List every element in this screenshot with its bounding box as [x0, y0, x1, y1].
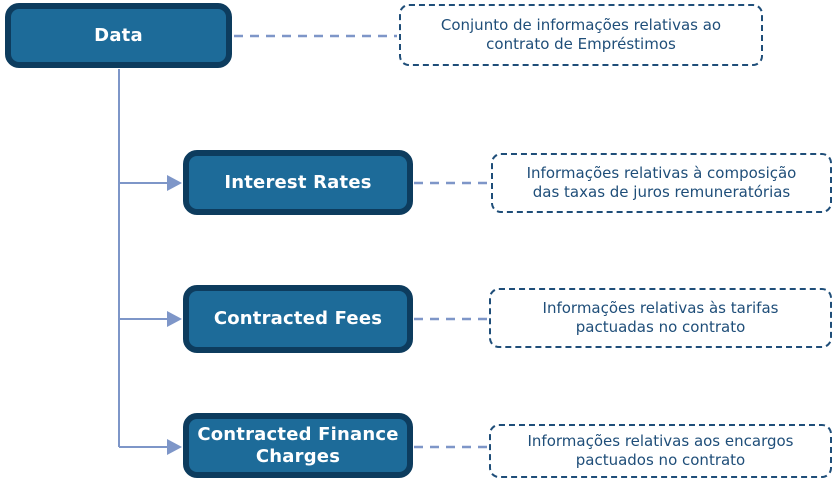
node-interest-rates: Interest Rates — [183, 150, 413, 215]
annotation-interest-rates-line2: das taxas de juros remuneratórias — [532, 183, 791, 201]
tree-connector — [118, 69, 168, 448]
node-data: Data — [5, 3, 232, 68]
node-contracted-fees-label: Contracted Fees — [213, 308, 383, 330]
node-interest-rates-label: Interest Rates — [224, 171, 372, 193]
annotation-contracted-finance-charges-line2: pactuados no contrato — [575, 451, 746, 469]
node-data-label: Data — [94, 24, 143, 46]
annotation-data-line2: contrato de Empréstimos — [486, 35, 676, 53]
annotation-contracted-finance-charges-line1: Informações relativas aos encargos — [527, 432, 794, 450]
annotation-contracted-fees: Informações relativas às tarifas pactuad… — [489, 288, 832, 348]
annotation-interest-rates-line1: Informações relativas à composição — [526, 164, 797, 182]
arrowhead-icon — [167, 175, 182, 455]
node-contracted-fees: Contracted Fees — [183, 285, 413, 353]
callout-connector — [234, 34, 489, 449]
annotation-data-line1: Conjunto de informações relativas ao — [440, 16, 722, 34]
node-contracted-finance-charges: Contracted Finance Charges — [183, 413, 413, 478]
annotation-contracted-fees-line2: pactuadas no contrato — [575, 318, 746, 336]
annotation-contracted-finance-charges: Informações relativas aos encargos pactu… — [489, 424, 832, 478]
node-contracted-finance-charges-label: Contracted Finance Charges — [197, 423, 399, 467]
annotation-contracted-fees-line1: Informações relativas às tarifas — [542, 299, 779, 317]
annotation-interest-rates: Informações relativas à composição das t… — [491, 153, 832, 213]
annotation-data: Conjunto de informações relativas ao con… — [399, 4, 763, 66]
